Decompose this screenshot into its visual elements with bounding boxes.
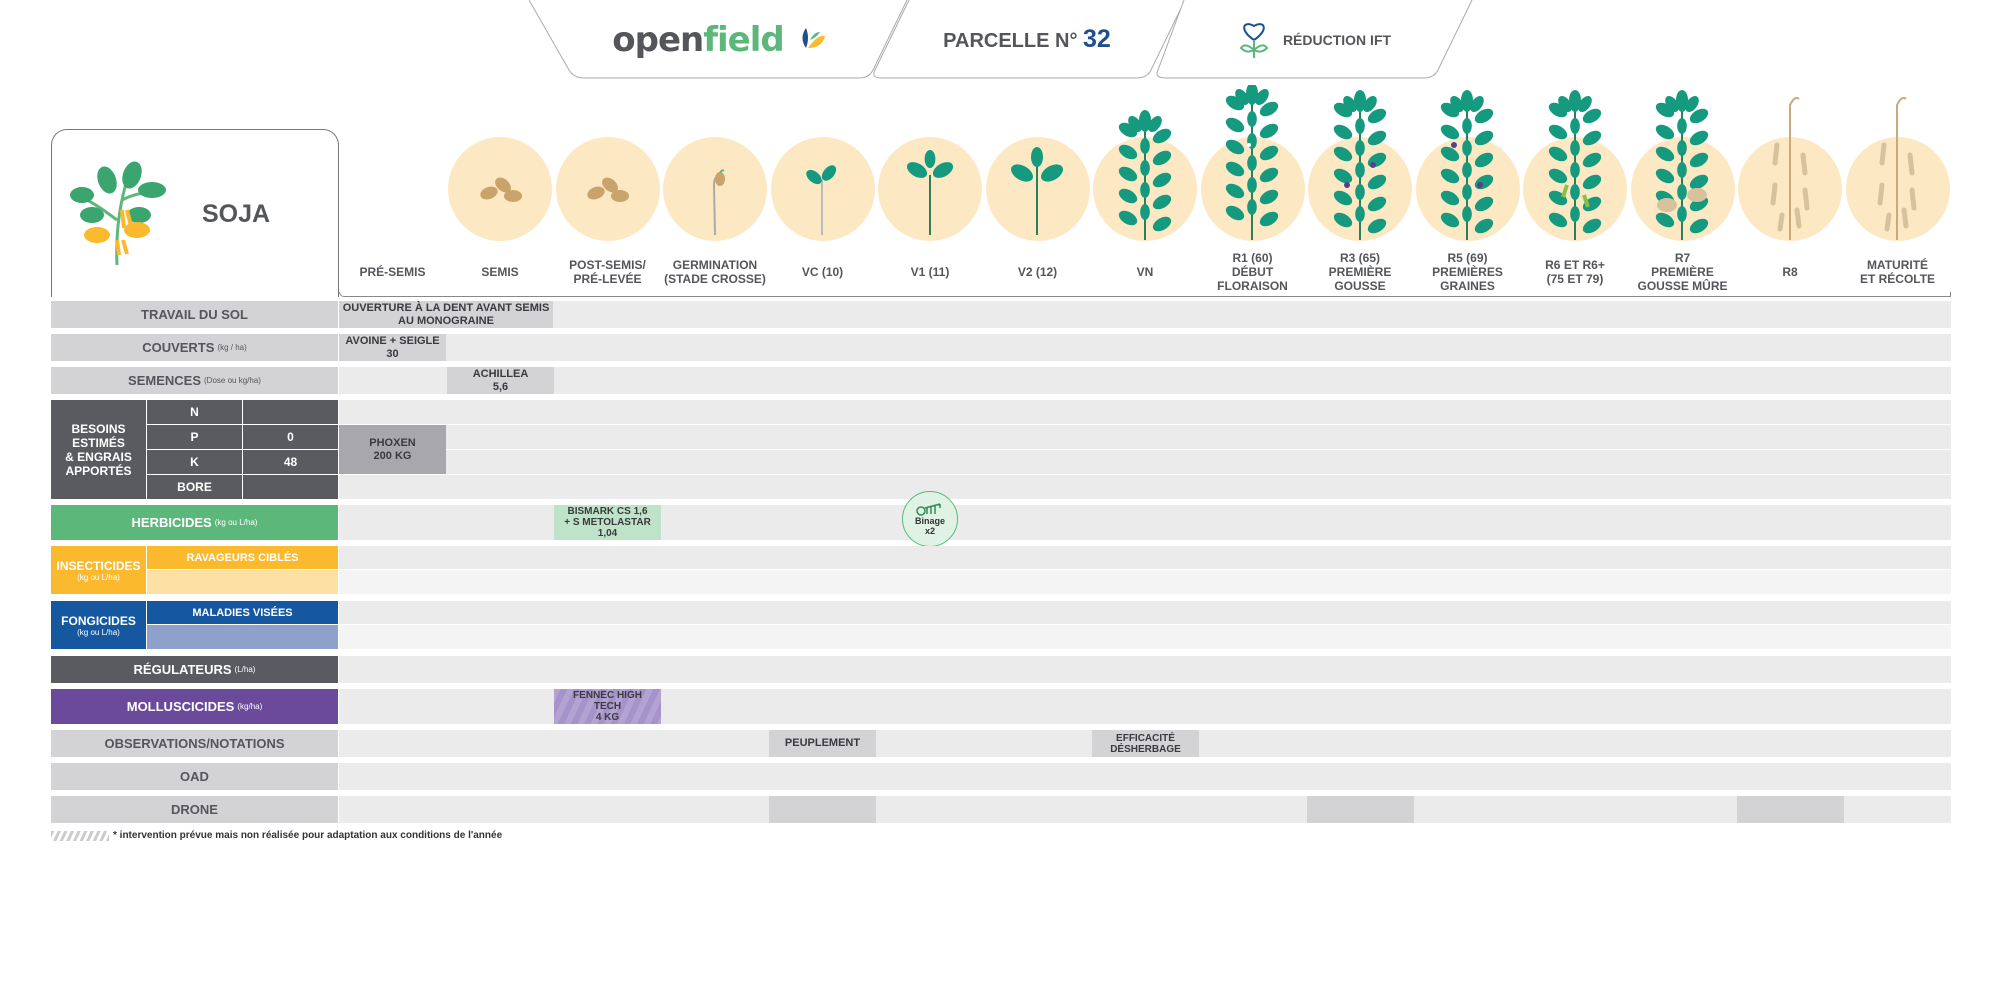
soybean-seeds-stage-icon (587, 177, 629, 202)
soybean-plant-icon (70, 161, 166, 266)
logo-tab: openfield (529, 0, 909, 79)
cell-efficacite-desherbage[interactable]: EFFICACITÉ DÉSHERBAGE (1092, 730, 1199, 757)
crop-name: SOJA (202, 200, 271, 228)
ravageurs-cibles-header: RAVAGEURS CIBLÉS (147, 546, 338, 569)
row-oad (339, 763, 1951, 790)
stage-label: V1 (11) (910, 265, 950, 279)
crop-card: SOJA (51, 129, 339, 297)
parcelle-title: PARCELLE N° 32 (943, 25, 1111, 53)
footnote: * intervention prévue mais non réalisée … (113, 830, 503, 841)
stage-label: R1 (60) DÉBUT FLORAISON (1217, 251, 1288, 293)
binage-badge[interactable]: Binage x2 (902, 491, 958, 547)
row-label-fongicides: FONGICIDES(kg ou L/ha) (51, 601, 146, 649)
row-label-besoins: BESOINS ESTIMÉS & ENGRAIS APPORTÉS (51, 400, 146, 499)
row-label-couverts: COUVERTS(kg / ha) (51, 334, 338, 361)
stage-label: SEMIS (481, 265, 519, 279)
cell-semences[interactable]: ACHILLEA 5,6 (447, 367, 554, 394)
stage-label: MATURITÉ ET RÉCOLTE (1859, 258, 1936, 286)
row-drone (339, 796, 1951, 823)
row-label-herbicides: HERBICIDES(kg ou L/ha) (51, 505, 338, 540)
parcelle-tab: PARCELLE N° 32 (867, 0, 1187, 79)
besoins-n-label: N (147, 400, 242, 424)
row-couverts (339, 334, 1951, 361)
reduction-ift-tab: RÉDUCTION IFT (1154, 0, 1474, 79)
stage-label: POST-SEMIS/ PRÉ-LEVÉE (569, 258, 646, 286)
soybean-r3-stage-icon (1333, 90, 1386, 240)
leaf-logo-icon (802, 27, 825, 48)
row-label-oad: OAD (51, 763, 338, 790)
row-besoins-bore (339, 475, 1951, 499)
row-insecticides-1 (339, 546, 1951, 569)
soybean-r5-stage-icon (1440, 90, 1494, 240)
cell-couverts[interactable]: AVOINE + SEIGLE 30 (339, 334, 446, 361)
maladies-visees-value (147, 625, 338, 649)
cell-herbicide-bismark[interactable]: BISMARK CS 1,6 + S METOLASTAR 1,04 (554, 505, 661, 540)
stages-header-border (339, 292, 1951, 297)
soybean-r7-stage-icon (1655, 90, 1709, 240)
stage-label: VC (10) (801, 265, 844, 279)
row-besoins-p (339, 425, 1951, 449)
besoins-k-value: 48 (243, 450, 338, 474)
besoins-bore-label: BORE (147, 475, 242, 499)
soybean-v1-stage-icon (906, 150, 953, 235)
row-label-observations: OBSERVATIONS/NOTATIONS (51, 730, 338, 757)
besoins-n-value (243, 400, 338, 424)
row-label-travail: TRAVAIL DU SOL (51, 301, 338, 328)
ravageurs-cibles-value (147, 570, 338, 594)
besoins-bore-value (243, 475, 338, 499)
cell-drone-r8[interactable] (1737, 796, 1844, 823)
row-semences (339, 367, 1951, 394)
row-besoins-k (339, 450, 1951, 474)
row-insecticides-2 (339, 570, 1951, 594)
row-fongicides-1 (339, 601, 1951, 624)
hatch-legend-swatch (51, 831, 109, 841)
row-label-insecticides: INSECTICIDES(kg ou L/ha) (51, 546, 146, 594)
stage-label: R8 (1782, 265, 1798, 279)
cell-travail-ouverture[interactable]: OUVERTURE À LA DENT AVANT SEMIS AU MONOG… (339, 301, 553, 328)
soybean-seeds-stage-icon (479, 177, 522, 202)
openfield-logo: openfield (612, 19, 784, 60)
soybean-vc-stage-icon (806, 165, 837, 235)
soybean-germ-stage-icon (712, 169, 725, 236)
stage-label: R7 PREMIÈRE GOUSSE MÛRE (1637, 251, 1728, 293)
besoins-p-label: P (147, 425, 242, 449)
stage-label: V2 (12) (1017, 265, 1058, 279)
stage-label: PRÉ-SEMIS (359, 265, 426, 279)
besoins-p-value: 0 (243, 425, 338, 449)
row-label-drone: DRONE (51, 796, 338, 823)
stage-label: GERMINATION (STADE CROSSE) (664, 258, 766, 286)
besoins-k-label: K (147, 450, 242, 474)
stage-label: VN (1136, 265, 1154, 279)
cell-drone-vc[interactable] (769, 796, 876, 823)
soybean-r1-stage-icon (1225, 85, 1279, 240)
row-fongicides-2 (339, 625, 1951, 649)
row-label-semences: SEMENCES(Dose ou kg/ha) (51, 367, 338, 394)
row-besoins-n (339, 400, 1951, 424)
cell-phoxen[interactable]: PHOXEN 200 KG (339, 425, 446, 474)
binage-label: Binage x2 (914, 516, 945, 536)
stage-label: R5 (69) PREMIÈRES GRAINES (1432, 251, 1503, 293)
row-label-molluscicides: MOLLUSCICIDES(kg/ha) (51, 689, 338, 724)
stage-label: R6 ET R6+ (75 ET 79) (1545, 258, 1605, 286)
soybean-r8-stage-icon (1770, 96, 1809, 240)
soybean-v2-stage-icon (1011, 147, 1063, 235)
stage-label: R3 (65) PREMIÈRE GOUSSE (1328, 251, 1392, 293)
soybean-r6-stage-icon (1548, 90, 1601, 240)
hoe-tractor-icon (916, 503, 941, 516)
cell-mollusc-fennec-not-done[interactable]: FENNEC HIGH TECH 4 KG (554, 689, 661, 724)
row-regulateurs (339, 656, 1951, 683)
row-label-regulateurs: RÉGULATEURS(L/ha) (51, 656, 338, 683)
soybean-vn-stage-icon (1118, 110, 1171, 240)
cell-drone-r3[interactable] (1307, 796, 1414, 823)
soybean-r8-stage-icon (1877, 96, 1917, 240)
heart-plant-icon (1239, 22, 1269, 58)
maladies-visees-header: MALADIES VISÉES (147, 601, 338, 624)
row-travail (339, 301, 1951, 328)
cell-peuplement[interactable]: PEUPLEMENT (769, 730, 876, 757)
reduction-ift-label: RÉDUCTION IFT (1282, 31, 1392, 48)
